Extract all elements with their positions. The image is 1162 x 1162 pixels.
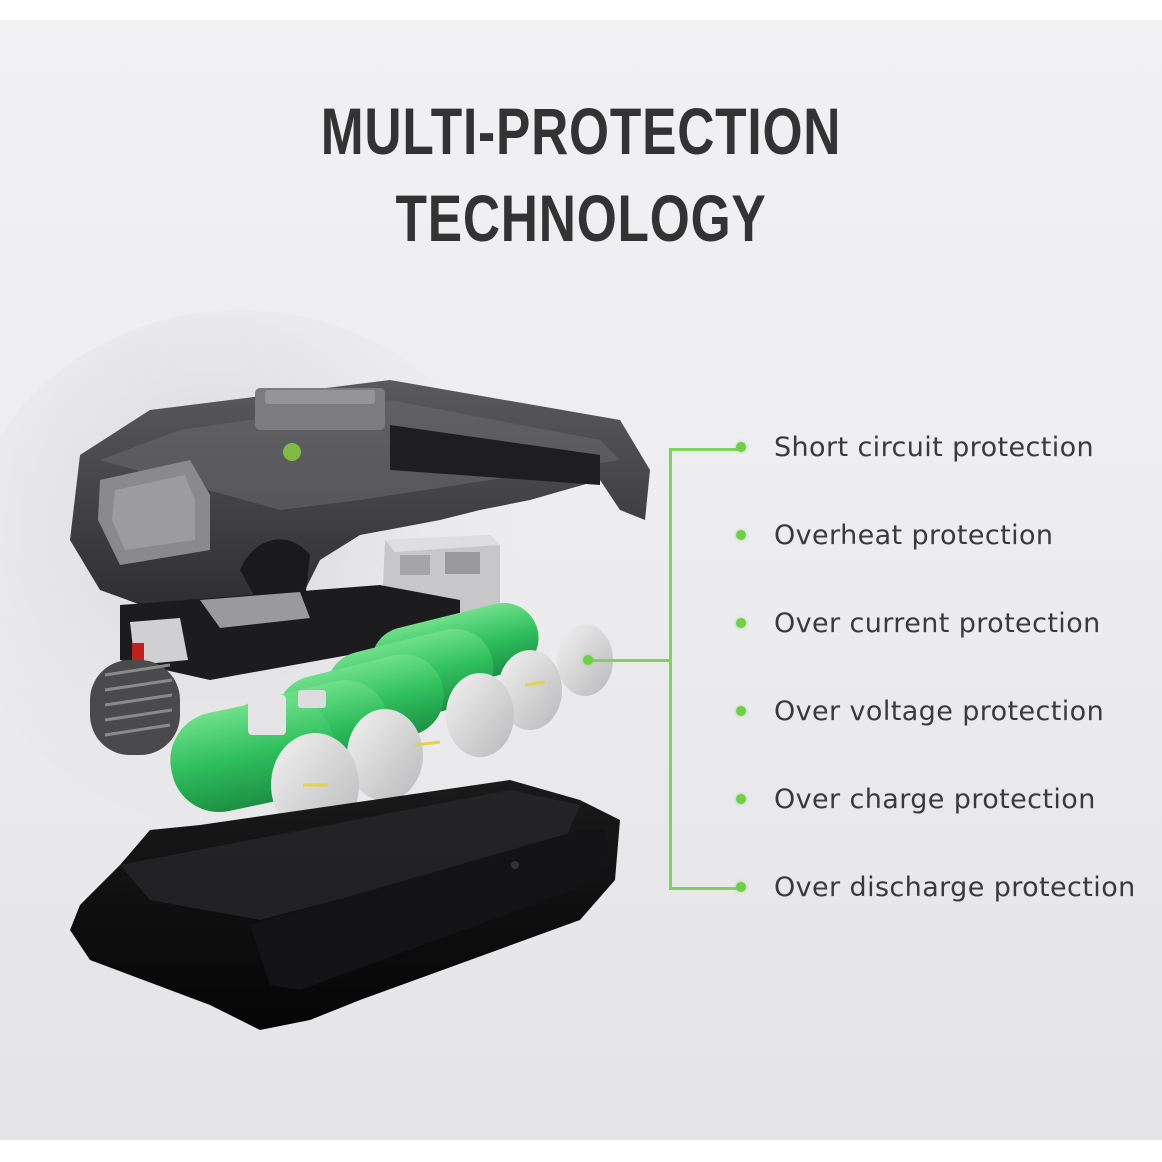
- feature-label: Short circuit protection: [774, 431, 1095, 463]
- feature-item-short-circuit: Short circuit protection: [736, 431, 1095, 463]
- bullet-dot-icon: [736, 794, 746, 804]
- bullet-dot-icon: [736, 706, 746, 716]
- connector-bottom-branch: [669, 887, 741, 890]
- connector-to-battery: [588, 659, 670, 662]
- bottom-housing: [70, 780, 620, 1030]
- infographic-canvas: MULTI-PROTECTION TECHNOLOGY: [0, 20, 1162, 1140]
- bullet-dot-icon: [736, 882, 746, 892]
- feature-label: Over current protection: [774, 607, 1101, 639]
- feature-item-over-discharge: Over discharge protection: [736, 871, 1136, 903]
- bullet-dot-icon: [736, 530, 746, 540]
- bullet-dot-icon: [736, 442, 746, 452]
- feature-label: Over voltage protection: [774, 695, 1105, 727]
- battery-exploded-illustration: [70, 380, 650, 1030]
- battery-anchor-dot: [583, 655, 593, 665]
- feature-item-over-charge: Over charge protection: [736, 783, 1096, 815]
- battery-cells: [90, 602, 613, 837]
- feature-label: Overheat protection: [774, 519, 1054, 551]
- feature-list: Short circuit protection Overheat protec…: [0, 20, 1162, 1140]
- feature-item-over-current: Over current protection: [736, 607, 1101, 639]
- title-line-1: MULTI-PROTECTION: [320, 94, 842, 168]
- cell-holder: [120, 585, 460, 680]
- connector-top-branch: [669, 448, 741, 451]
- feature-item-over-voltage: Over voltage protection: [736, 695, 1105, 727]
- feature-item-overheat: Overheat protection: [736, 519, 1054, 551]
- feature-label: Over discharge protection: [774, 871, 1136, 903]
- title-line-2: TECHNOLOGY: [395, 181, 767, 255]
- bullet-dot-icon: [736, 618, 746, 628]
- connector-vertical: [669, 448, 672, 890]
- feature-label: Over charge protection: [774, 783, 1096, 815]
